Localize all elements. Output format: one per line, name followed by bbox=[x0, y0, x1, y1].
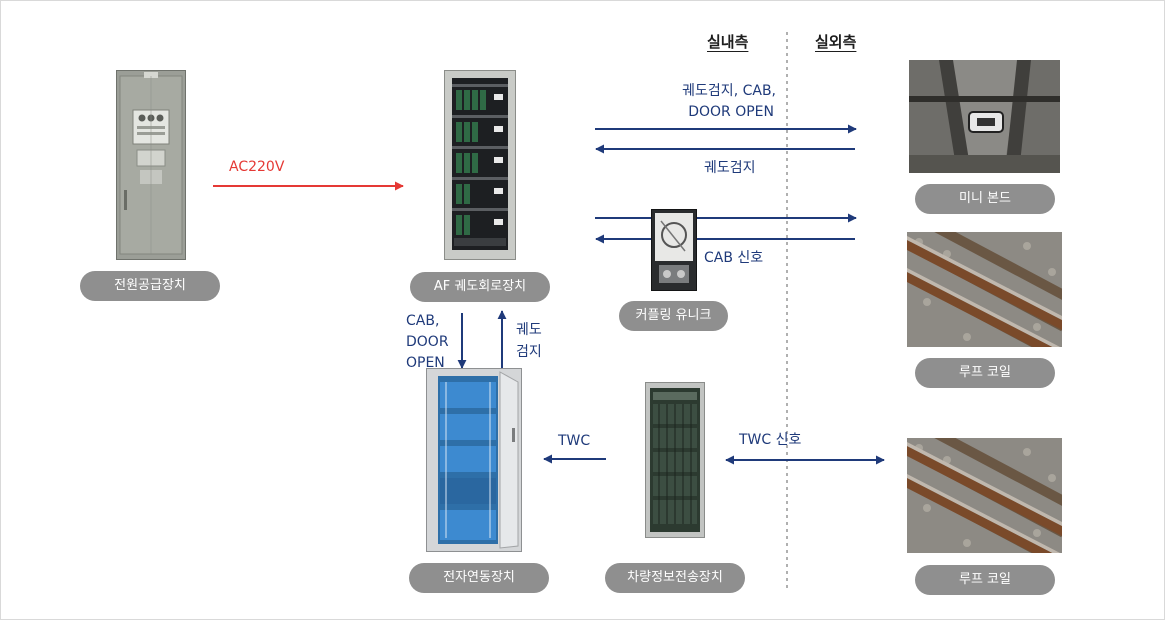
outdoor-header: 실외측 bbox=[815, 33, 857, 51]
electronic-interlocking-label: 전자연동장치 bbox=[409, 563, 549, 593]
loop-coil-label-1: 루프 코일 bbox=[915, 358, 1055, 388]
down-label-line1: CAB, bbox=[406, 313, 440, 329]
ac220v-label: AC220V bbox=[229, 159, 285, 175]
coupling-unit-label: 커플링 유니크 bbox=[619, 301, 728, 331]
coupling-unit-image bbox=[651, 209, 697, 291]
loop-coil-photo-1 bbox=[907, 232, 1062, 347]
indoor-header: 실내측 bbox=[707, 33, 749, 51]
twc-signal-label: TWC 신호 bbox=[739, 432, 802, 448]
from-bond-label: 궤도검지 bbox=[704, 160, 756, 176]
mini-bond-label: 미니 본드 bbox=[915, 184, 1055, 214]
power-supply-cabinet-image bbox=[116, 70, 186, 260]
train-info-transmission-label: 차량정보전송장치 bbox=[605, 563, 745, 593]
train-info-transmission-rack-image bbox=[645, 382, 705, 538]
loop-coil-label-2: 루프 코일 bbox=[915, 565, 1055, 595]
up-label-line2: 검지 bbox=[516, 344, 542, 360]
up-label-line1: 궤도 bbox=[516, 322, 542, 338]
to-bond-label-line2: DOOR OPEN bbox=[688, 104, 774, 120]
twc-label: TWC bbox=[558, 433, 591, 449]
loop-coil-photo-2 bbox=[907, 438, 1062, 553]
to-bond-label-line1: 궤도검지, CAB, bbox=[682, 83, 776, 99]
power-supply-label: 전원공급장치 bbox=[80, 271, 220, 301]
mini-bond-photo bbox=[909, 60, 1060, 173]
cab-signal-label: CAB 신호 bbox=[704, 250, 764, 266]
electronic-interlocking-rack-image bbox=[426, 368, 522, 552]
af-track-circuit-label: AF 궤도회로장치 bbox=[410, 272, 550, 302]
down-label-line3: OPEN bbox=[406, 355, 445, 371]
down-label-line2: DOOR bbox=[406, 334, 449, 350]
af-track-circuit-rack-image bbox=[444, 70, 516, 260]
